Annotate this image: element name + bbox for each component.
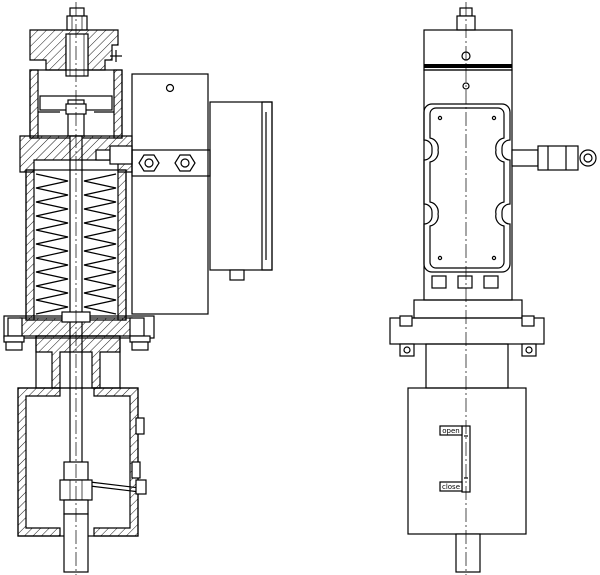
hex-nut-icon	[174, 154, 196, 172]
close-label-plate: close	[439, 481, 463, 492]
open-label: open	[442, 427, 459, 435]
upper-cap	[29, 29, 122, 77]
limit-switch-lever	[511, 145, 597, 171]
flange-front	[389, 299, 545, 357]
hex-nut-icon	[138, 154, 160, 172]
mounting-bracket	[131, 73, 211, 315]
actuator-head	[423, 29, 513, 301]
junction-box-side	[209, 101, 273, 281]
spring-cap	[19, 135, 133, 173]
junction-box-front	[423, 82, 511, 273]
front-view: open close	[389, 2, 597, 575]
lower-body-front: open close	[407, 387, 527, 535]
close-label: close	[442, 483, 460, 491]
top-screw-icon	[66, 7, 88, 31]
neck	[35, 335, 121, 389]
open-label-plate: open	[439, 425, 463, 436]
section-view	[3, 2, 273, 575]
cable-glands	[431, 275, 499, 289]
bottom-rod-front	[455, 533, 481, 573]
neck-front	[425, 343, 509, 389]
